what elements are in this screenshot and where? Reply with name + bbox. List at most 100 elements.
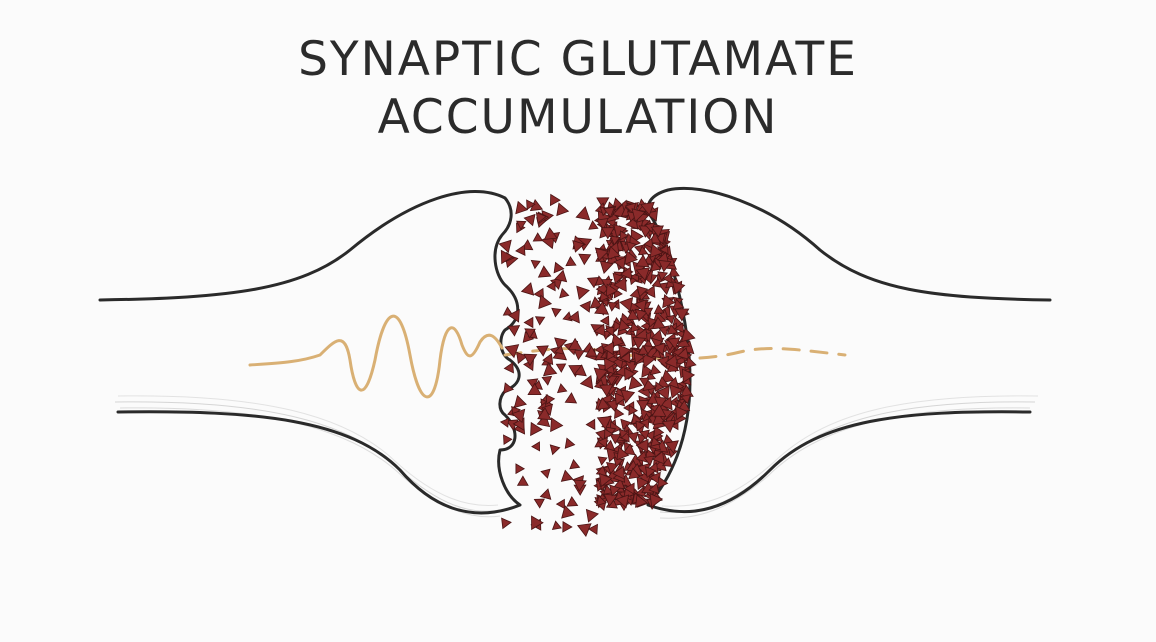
glutamate-particle — [636, 285, 649, 298]
glutamate-particle — [651, 450, 665, 465]
glutamate-particle — [631, 208, 646, 223]
glutamate-particle — [599, 315, 610, 327]
glutamate-particle — [635, 267, 651, 281]
glutamate-particle — [650, 225, 664, 238]
glutamate-particle — [666, 324, 679, 335]
glutamate-particle — [674, 308, 690, 322]
glutamate-particle — [681, 327, 696, 343]
glutamate-particle — [520, 282, 535, 296]
glutamate-particle — [566, 496, 579, 507]
glutamate-particle — [665, 314, 676, 325]
glutamate-particle — [556, 383, 568, 394]
glutamate-particle — [554, 344, 565, 355]
action-potential-wave — [248, 314, 504, 399]
glutamate-particle — [681, 368, 696, 384]
glutamate-particle — [603, 357, 617, 372]
glutamate-particle — [593, 367, 609, 382]
glutamate-particle — [585, 345, 598, 357]
glutamate-particle — [648, 482, 660, 495]
glutamate-particle — [657, 476, 669, 489]
glutamate-particle — [516, 220, 527, 231]
glutamate-particle — [609, 434, 622, 445]
presynaptic-terminal-outline — [98, 190, 522, 515]
glutamate-particle — [572, 240, 585, 253]
glutamate-particle — [633, 299, 647, 313]
glutamate-particle — [515, 200, 529, 215]
glutamate-particle — [650, 329, 664, 343]
glutamate-particle — [612, 465, 625, 480]
glutamate-particle — [647, 317, 658, 328]
glutamate-particle — [649, 364, 662, 376]
glutamate-particle — [618, 428, 629, 439]
glutamate-particle — [551, 520, 562, 531]
glutamate-particle — [658, 259, 672, 273]
glutamate-particle — [653, 396, 668, 410]
glutamate-particle — [578, 253, 592, 266]
glutamate-particle — [664, 354, 678, 369]
glutamate-particle — [656, 385, 670, 401]
glutamate-particle — [575, 206, 591, 221]
glutamate-particle — [524, 328, 536, 339]
glutamate-particle — [599, 260, 614, 274]
glutamate-particle — [622, 443, 636, 456]
glutamate-particle — [587, 523, 598, 535]
glutamate-particle — [564, 392, 578, 404]
glutamate-particle — [576, 523, 592, 537]
glutamate-particle — [651, 348, 662, 359]
glutamate-particle — [550, 417, 564, 433]
glutamate-particle — [579, 300, 591, 313]
glutamate-particle — [527, 382, 542, 396]
glutamate-particle — [602, 484, 614, 495]
glutamate-particle — [662, 272, 672, 284]
glutamate-particle — [660, 369, 675, 384]
glutamate-particle — [555, 363, 567, 373]
glutamate-particle — [531, 515, 544, 531]
glutamate-particle — [498, 239, 512, 254]
glutamate-particle — [554, 337, 568, 351]
glutamate-particle — [684, 356, 697, 369]
glutamate-particle — [511, 408, 526, 424]
glutamate-particle — [613, 320, 623, 332]
glutamate-particle — [659, 244, 669, 255]
glutamate-particle — [642, 307, 654, 317]
glutamate-particle — [635, 420, 646, 432]
glutamate-particle — [653, 304, 665, 314]
glutamate-particle — [605, 461, 619, 475]
glutamate-particle — [554, 269, 568, 283]
glutamate-particle — [650, 260, 662, 272]
glutamate-particle — [530, 259, 541, 270]
glutamate-particle — [516, 475, 529, 486]
glutamate-particle — [568, 337, 583, 350]
glutamate-particle — [651, 316, 666, 330]
glutamate-particle — [561, 505, 575, 519]
glutamate-particle — [605, 283, 618, 297]
glutamate-particle — [614, 407, 625, 419]
glutamate-particle — [610, 333, 625, 348]
glutamate-particle — [595, 495, 607, 507]
glutamate-particle — [499, 417, 510, 428]
glutamate-particle — [619, 230, 629, 241]
glutamate-particle — [598, 472, 613, 488]
glutamate-particle — [565, 255, 577, 267]
glutamate-particle — [636, 476, 650, 491]
glutamate-particle — [595, 247, 609, 262]
glutamate-particle — [504, 344, 520, 359]
glutamate-particle — [613, 276, 627, 292]
shading — [114, 395, 1039, 519]
postsynaptic-terminal-outline — [646, 186, 1052, 513]
glutamate-particle — [596, 397, 611, 410]
glutamate-particle — [645, 466, 657, 479]
glutamate-particle — [523, 316, 534, 329]
glutamate-particle — [536, 345, 549, 357]
glutamate-particle — [605, 375, 618, 387]
glutamate-particle — [662, 294, 676, 309]
glutamate-particle — [543, 227, 558, 240]
glutamate-particle — [556, 202, 570, 217]
glutamate-particle — [599, 384, 614, 398]
glutamate-particle — [661, 457, 673, 467]
glutamate-particle — [500, 249, 514, 265]
glutamate-particles — [498, 193, 697, 537]
glutamate-particle — [545, 394, 556, 405]
glutamate-particle — [542, 353, 554, 366]
